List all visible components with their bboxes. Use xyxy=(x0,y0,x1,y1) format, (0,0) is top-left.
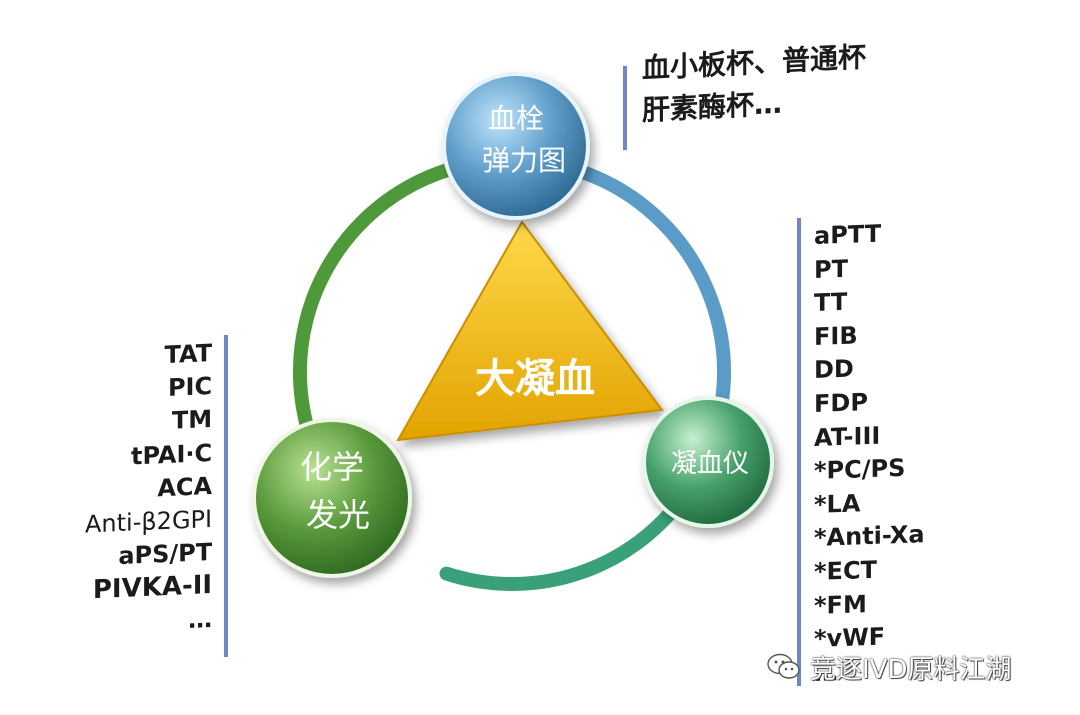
list-item: … xyxy=(188,604,212,634)
list-item: tPAI·C xyxy=(130,438,212,471)
right-list-bar xyxy=(797,218,801,686)
list-item: *PC/PS xyxy=(814,453,906,486)
list-item: aPTT xyxy=(814,219,882,250)
list-item: TT xyxy=(814,288,848,318)
node-right-line1: 凝血仪 xyxy=(671,449,749,479)
node-left-line2: 发光 xyxy=(306,496,370,534)
left-list-bar xyxy=(224,335,228,657)
list-item: *LA xyxy=(814,489,861,519)
list-item: aPS/PT xyxy=(118,538,212,571)
center-triangle xyxy=(396,220,664,442)
list-item: AT-III xyxy=(814,421,881,452)
list-item: *FM xyxy=(814,589,867,620)
top-annotation: 血小板杯、普通杯 肝素酶杯… xyxy=(642,36,866,132)
list-item: *ECT xyxy=(814,555,877,586)
list-item: TM xyxy=(171,405,212,436)
wechat-icon xyxy=(767,653,800,679)
top-list-bar xyxy=(623,66,627,150)
node-top-line2: 弹力图 xyxy=(482,144,566,177)
node-left xyxy=(252,418,412,578)
node-top xyxy=(442,72,590,220)
ring-arc-teal xyxy=(439,489,691,591)
watermark-text: 竞逐IVD原料江湖 xyxy=(810,654,1012,685)
list-item: TAT xyxy=(164,339,212,370)
list-item: FIB xyxy=(814,321,858,351)
list-item: PT xyxy=(814,254,848,284)
list-item: FDP xyxy=(814,388,868,418)
list-item: Anti-β2GPI xyxy=(84,505,212,539)
list-item: *Anti-Xa xyxy=(814,520,925,553)
node-top-line1: 血栓 xyxy=(488,102,544,135)
watermark: 竞逐IVD原料江湖 xyxy=(766,650,1012,685)
node-right xyxy=(642,396,774,528)
list-item: DD xyxy=(814,354,854,385)
list-item: PIVKA-II xyxy=(92,570,212,606)
list-item: ACA xyxy=(157,471,212,503)
center-label: 大凝血 xyxy=(475,356,595,402)
list-item: PIC xyxy=(167,372,212,403)
node-left-line1: 化学 xyxy=(300,448,364,486)
